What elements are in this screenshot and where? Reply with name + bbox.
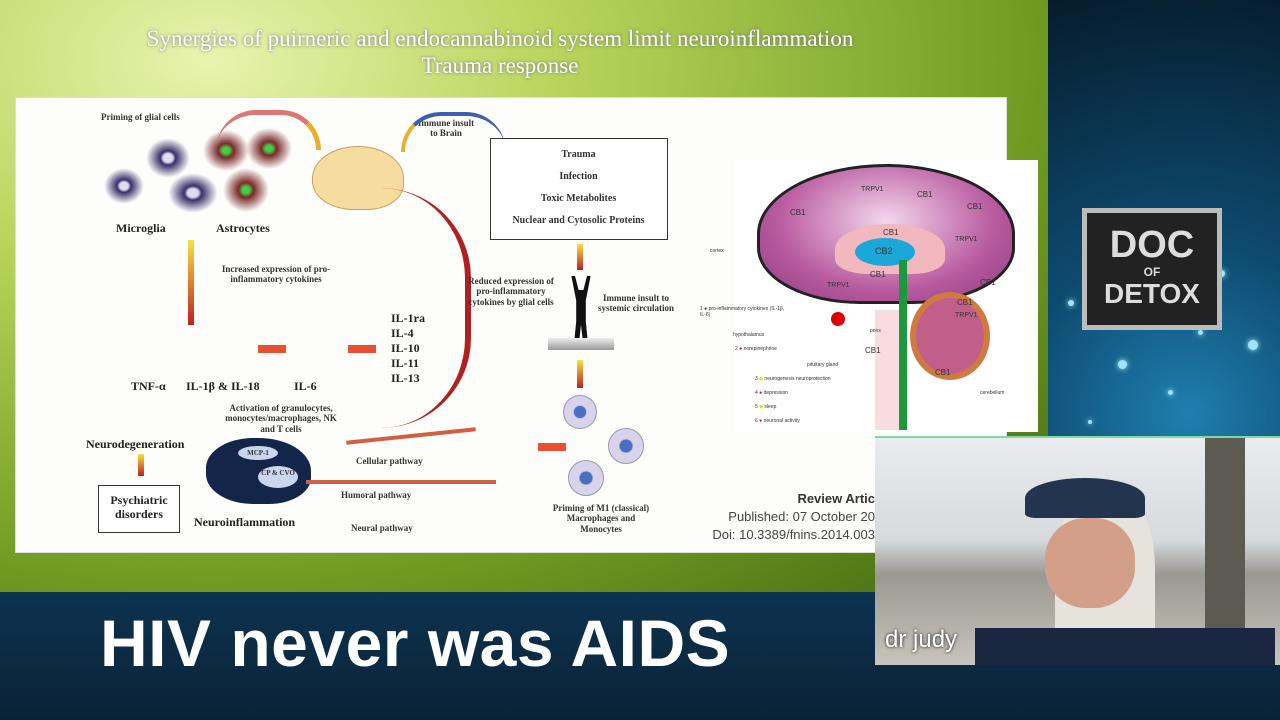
pathway-line (306, 480, 496, 484)
legend-item: 2 ● norepinephrine (735, 346, 777, 352)
priming-glial-label: Priming of glial cells (101, 112, 180, 122)
neuroinflammation-label: Neuroinflammation (194, 515, 296, 529)
receptor-label: CB2 (875, 246, 893, 256)
participant-name: dr judy (885, 626, 958, 653)
slide-title: Synergies of puirneric and endocannabino… (146, 26, 854, 51)
curved-arrow (216, 110, 321, 150)
receptor-label: CB1 (935, 368, 951, 377)
published-date: Published: 07 October 20 (728, 509, 875, 524)
priming-m1-label: Priming of M1 (classical) Macrophages an… (552, 503, 650, 534)
hypothalamus-label: hypothalamus (733, 332, 765, 338)
increased-expression-label: Increased expression of pro-inflammatory… (221, 264, 331, 285)
cytokine-label: IL-1β & IL-18 (186, 379, 260, 393)
legend-item: 5 ◆ sleep (755, 404, 777, 410)
slide-subtitle: Trauma response (421, 53, 579, 78)
receptor-label: TRPV1 (955, 312, 978, 319)
receptor-label: TRPV1 (827, 282, 850, 289)
macrophage-cell (608, 428, 644, 464)
pons-label: pons (870, 328, 881, 334)
review-citation: Review Artic Published: 07 October 20 Do… (690, 490, 875, 544)
neurodegeneration-label: Neurodegeneration (86, 437, 185, 451)
doi: Doi: 10.3389/fnins.2014.003 (712, 527, 875, 542)
trigger-item: Nuclear and Cytosolic Proteins (512, 215, 645, 226)
astrocytes-label: Astrocytes (216, 221, 270, 235)
cp-cvo-label: CP & CVO (258, 466, 298, 488)
microglia-cell (104, 168, 144, 204)
cellular-pathway-label: Cellular pathway (356, 456, 423, 466)
receptor-label: CB1 (790, 208, 806, 217)
trigger-item: Infection (559, 171, 598, 182)
anti-cytokine: IL-10 (391, 341, 420, 355)
face (1045, 518, 1135, 608)
triggers-box: Trauma Infection Toxic Metabolites Nucle… (490, 138, 668, 240)
cerebellum-shape (910, 292, 990, 380)
psychiatric-label: Psychiatric disorders (110, 493, 168, 521)
right-arrow (348, 345, 376, 353)
microglia-cell (146, 138, 190, 178)
anti-cytokine: IL-13 (391, 371, 420, 385)
cortex-label: cortex (710, 248, 724, 254)
legend-item: 4 ● depression (755, 390, 789, 396)
pathway-line (346, 427, 476, 445)
spinal-pathway (899, 260, 907, 430)
headline-caption: HIV never was AIDS (100, 606, 731, 680)
microglia-cell (168, 173, 218, 213)
down-arrow (577, 244, 583, 270)
immune-insult-systemic-label: Immune insult to systemic circulation (597, 293, 675, 314)
down-arrow (577, 360, 583, 388)
receptor-label: CB1 (917, 190, 933, 199)
left-arrow (538, 443, 566, 451)
trigger-item: Trauma (561, 149, 596, 160)
webcam-video (875, 436, 1280, 665)
psychiatric-box: Psychiatric disorders (98, 485, 180, 533)
receptor-label: CB1 (957, 298, 973, 307)
shirt (975, 628, 1275, 665)
receptor-label: CB1 (865, 346, 881, 355)
platform (548, 338, 614, 350)
right-arrow (258, 345, 286, 353)
macrophage-cell (568, 460, 604, 496)
down-arrow (188, 240, 194, 325)
activation-label: Activation of granulocytes, monocytes/ma… (225, 403, 337, 434)
legend-item: 3 ◆ neurogenesis neuroprotection (755, 376, 831, 382)
down-arrow (138, 454, 144, 476)
review-type: Review Artic (797, 491, 875, 506)
reduced-expression-label: Reduced expression of pro-inflammatory c… (468, 276, 554, 307)
pituitary-marker (831, 312, 845, 326)
receptor-label: CB1 (870, 270, 886, 279)
neural-pathway-label: Neural pathway (351, 523, 413, 533)
inflamed-brain-icon: MCP-1 CP & CVO (206, 438, 311, 504)
pituitary-label: pituitary gland (807, 362, 839, 368)
person-figure-icon (571, 276, 591, 346)
logo-text: DETOX (1104, 278, 1200, 309)
receptor-label: CB1 (883, 228, 899, 237)
anti-cytokine-list: IL-1ra IL-4 IL-10 IL-11 IL-13 (391, 311, 425, 386)
trigger-item: Toxic Metabolites (540, 193, 617, 204)
cap (1025, 478, 1145, 518)
doc-of-detox-logo: DOC OF DETOX (1082, 208, 1222, 330)
anti-cytokine: IL-11 (391, 356, 420, 370)
cytokine-label: IL-6 (294, 379, 317, 393)
window-frame (1205, 438, 1245, 665)
receptor-label: TRPV1 (955, 236, 978, 243)
anti-cytokine: IL-1ra (391, 311, 425, 325)
astrocyte-cell (221, 166, 271, 214)
microglia-label: Microglia (116, 221, 166, 235)
legend-item: 6 ● neuronal activity (755, 418, 800, 424)
cerebellum-label: cerebellum (980, 390, 1005, 396)
logo-text: DOC (1109, 224, 1195, 266)
logo-text: OF (1143, 265, 1161, 279)
macrophage-cell (563, 395, 597, 429)
receptor-label: CB1 (980, 278, 996, 287)
mcp1-label: MCP-1 (238, 446, 278, 460)
legend-item: 1 ● pro-inflammatory cytokines (IL-1β, I… (700, 306, 785, 318)
cannabinoid-brain-figure: TRPV1 CB1 CB1 CB1 CB2 TRPV1 CB1 TRPV1 CB… (700, 160, 1038, 432)
feedback-arrow (381, 188, 471, 428)
anti-cytokine: IL-4 (391, 326, 414, 340)
humoral-pathway-label: Humoral pathway (341, 490, 412, 500)
receptor-label: TRPV1 (861, 186, 884, 193)
cytokine-label: TNF-α (131, 379, 166, 393)
receptor-label: CB1 (967, 202, 983, 211)
